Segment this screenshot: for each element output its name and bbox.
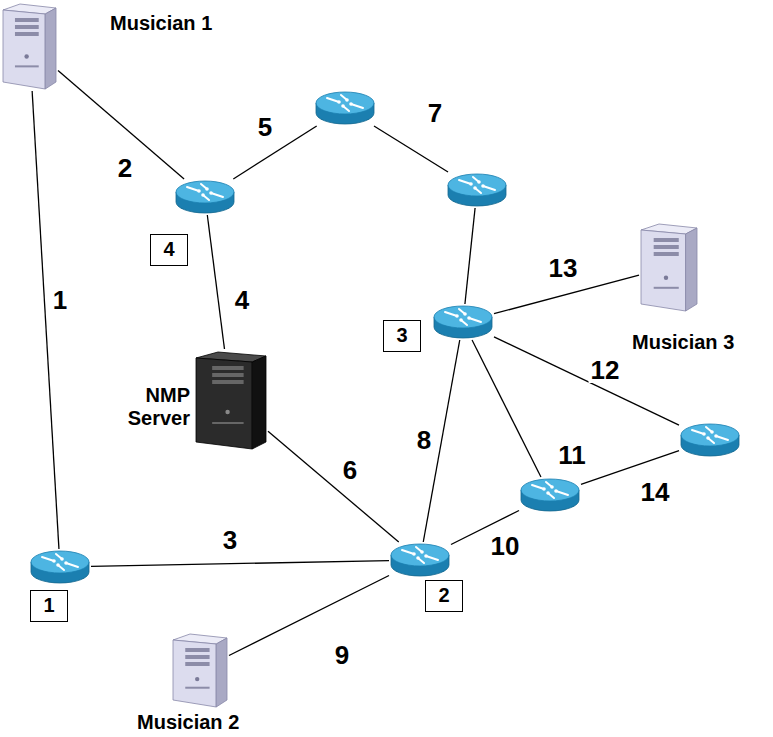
link-number: 7 — [426, 100, 444, 126]
router-number-box: 4 — [150, 234, 188, 266]
host-node: Musician 2 — [172, 632, 228, 708]
computer-icon — [172, 632, 228, 708]
router-icon — [390, 543, 450, 577]
router-icon — [447, 173, 507, 207]
router-node — [520, 478, 580, 512]
router-number-box: 2 — [425, 580, 463, 612]
link-number: 3 — [221, 527, 239, 553]
network-link — [91, 561, 389, 567]
host-label: Musician 3 — [632, 331, 734, 353]
router-icon — [175, 180, 235, 214]
link-number: 4 — [233, 287, 251, 313]
router-icon — [680, 423, 740, 457]
router-icon — [315, 91, 375, 125]
router-node: 1 — [30, 550, 90, 584]
link-number: 9 — [333, 642, 351, 668]
router-node: 3 — [433, 305, 493, 339]
router-icon — [433, 305, 493, 339]
link-number: 14 — [639, 479, 672, 505]
host-label: Musician 1 — [110, 12, 212, 34]
server-label: NMP Server — [116, 384, 190, 430]
network-link — [207, 215, 224, 349]
network-link — [268, 431, 399, 542]
network-link — [465, 208, 475, 304]
router-node: 4 — [175, 180, 235, 214]
router-number-box: 3 — [383, 320, 421, 352]
link-number: 12 — [589, 357, 622, 383]
host-node: Musician 1 — [2, 2, 57, 90]
link-number: 13 — [547, 255, 580, 281]
computer-icon — [640, 222, 698, 312]
link-number: 8 — [415, 427, 433, 453]
server-node: NMP Server — [195, 350, 267, 450]
link-number: 2 — [116, 155, 134, 181]
host-label: Musician 2 — [137, 711, 239, 733]
server-icon — [195, 350, 267, 450]
link-number: 10 — [489, 533, 522, 559]
router-node — [680, 423, 740, 457]
network-link — [233, 126, 316, 179]
link-number: 6 — [341, 457, 359, 483]
network-link — [472, 340, 541, 477]
computer-icon — [2, 2, 57, 90]
router-number-box: 1 — [30, 590, 68, 622]
network-link — [374, 126, 448, 172]
router-node — [315, 91, 375, 125]
link-number: 1 — [51, 287, 69, 313]
link-number: 11 — [556, 442, 588, 468]
router-icon — [520, 478, 580, 512]
network-link — [32, 91, 59, 549]
router-node: 2 — [390, 543, 450, 577]
link-number: 5 — [256, 114, 274, 140]
router-icon — [30, 550, 90, 584]
network-link — [229, 576, 389, 656]
router-node — [447, 173, 507, 207]
host-node: Musician 3 — [640, 222, 698, 312]
